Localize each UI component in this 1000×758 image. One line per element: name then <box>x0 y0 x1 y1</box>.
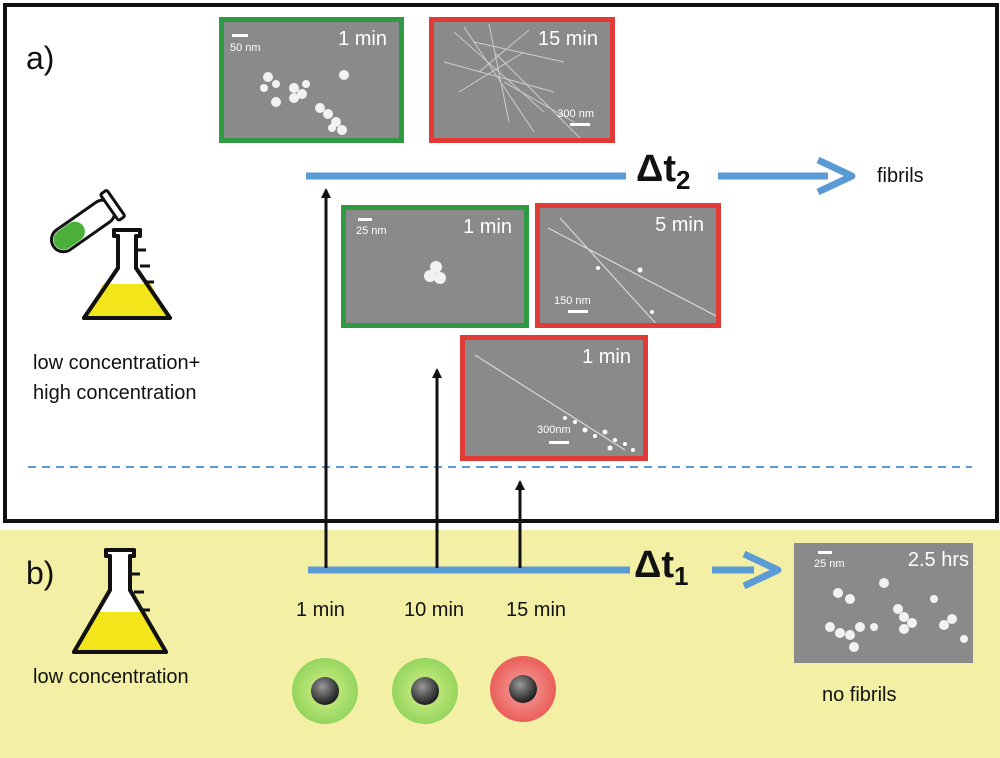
particles-texture <box>260 70 349 135</box>
fibril-texture <box>547 217 716 323</box>
micrograph-15min-300nm: 15 min 300 nm <box>429 17 615 143</box>
indicator-red <box>490 656 556 722</box>
micrograph-2-5hrs-25nm: 25 nm 2.5 hrs <box>794 543 973 663</box>
micrograph-5min-150nm: 5 min 150 nm <box>535 203 721 328</box>
panel-a-label: a) <box>26 40 55 76</box>
mixture-label-line2: high concentration <box>33 382 197 404</box>
indicator-green-2 <box>392 658 458 724</box>
micrograph-1min-50nm: 50 nm 1 min <box>219 17 404 143</box>
timepoint-15min: 15 min <box>506 599 567 621</box>
flask-icon <box>72 548 168 654</box>
micrograph-1min-25nm: 25 nm 1 min <box>341 205 529 328</box>
low-concentration-label: low concentration <box>33 666 189 688</box>
delta-t1: Δt1 <box>634 544 689 591</box>
fibrils-label: fibrils <box>877 165 924 187</box>
fibril-texture <box>474 354 635 452</box>
indicator-green-1 <box>292 658 358 724</box>
no-fibrils-label: no fibrils <box>822 684 897 706</box>
panel-b-label: b) <box>26 555 55 591</box>
timepoint-1min: 1 min <box>296 599 345 621</box>
particles-texture <box>424 261 446 284</box>
mixture-label-line1: low concentration+ <box>33 352 201 374</box>
timepoint-10min: 10 min <box>404 599 465 621</box>
fibril-texture <box>443 23 581 138</box>
flask-with-test-tube-icon <box>49 189 172 320</box>
micrograph-1min-300nm: 1 min 300nm <box>460 335 648 461</box>
particles-texture <box>825 578 968 652</box>
delta-t2: Δt2 <box>636 148 691 195</box>
